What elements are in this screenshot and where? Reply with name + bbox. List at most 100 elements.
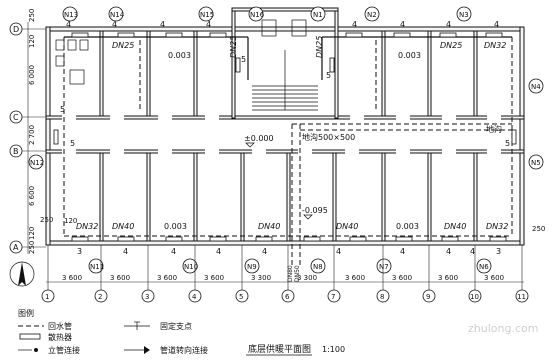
corridor-wall-bottom [45, 149, 525, 154]
slope: 0.003 [396, 222, 419, 231]
corridor-wall-top [45, 115, 525, 120]
rad-count: 4 [400, 247, 405, 256]
rad-count: 5 [60, 105, 65, 114]
col-label: 5 [239, 293, 243, 301]
rad-count: 5 [505, 139, 510, 148]
pipe-size: DN32 [76, 222, 98, 231]
riser-label: N12 [30, 159, 44, 167]
row-label: B [13, 147, 19, 156]
column-axis: 1 2 3 4 5 6 7 8 9 10 11 3 600 3 600 3 60… [41, 245, 529, 303]
rad-count: 5 [70, 139, 75, 148]
slope: 0.003 [398, 51, 421, 60]
radiator-symbol-icon [19, 333, 41, 340]
riser-label: N4 [531, 83, 541, 91]
col-label: 8 [380, 293, 384, 301]
col-label: 4 [192, 293, 197, 301]
riser-label: N6 [479, 263, 489, 271]
rad-count: 4 [336, 247, 341, 256]
riser-label: N5 [531, 159, 541, 167]
col-spacing: 3 600 [62, 274, 82, 282]
trench-labels: 地沟500×500 地沟 [302, 124, 502, 142]
level-marks: ±0.000 -0.095 [244, 134, 328, 220]
riser-label: N14 [110, 11, 125, 19]
row-dim: 120 [28, 35, 36, 48]
rad-count: 3 [496, 247, 501, 256]
building-walls [45, 7, 525, 246]
pipe-size: DN25 [440, 41, 462, 50]
riser-label: N2 [367, 11, 377, 19]
riser-label: N10 [184, 263, 198, 271]
legend-title: 图例 [18, 308, 34, 318]
row-dim: 2 700 [28, 125, 36, 145]
col-spacing: 3 300 [297, 274, 317, 282]
trench-short-label: 地沟 [486, 124, 502, 134]
rad-count: 4 [160, 20, 165, 29]
legend-item: 回水管 [48, 321, 72, 331]
pipe-size: DN40 [258, 222, 280, 231]
radiators [53, 32, 517, 242]
bottom-wall [45, 240, 525, 246]
rad-count: 4 [206, 20, 211, 29]
pipe-size: DN32 [486, 222, 508, 231]
radiator-counts-bottom: 3 4 4 4 4 4 4 4 4 3 [77, 247, 501, 256]
col-spacing: 3 600 [157, 274, 177, 282]
row-dim: 120 [28, 227, 36, 240]
rad-count: 4 [66, 20, 71, 29]
rad-count: 4 [262, 247, 267, 256]
rad-count: 4 [171, 247, 176, 256]
pipe-size: DN25 [112, 41, 134, 50]
misc-dims: 120 250 250 [40, 216, 545, 233]
rad-count: 3 [77, 247, 82, 256]
rad-count: 4 [216, 247, 221, 256]
col-label: 1 [45, 293, 49, 301]
col-label: 11 [517, 293, 526, 301]
door-openings [62, 115, 501, 154]
row-label: C [13, 113, 19, 122]
riser-label: N1 [313, 11, 323, 19]
pipe-size: DN80 [287, 265, 294, 282]
row-dim: 250 [28, 9, 36, 22]
heating-pipes [63, 36, 513, 268]
col-label: 6 [285, 293, 290, 301]
row-label: D [13, 25, 19, 34]
riser-bubbles-bottom: N11 N10 N9 N8 N7 N6 [88, 258, 492, 274]
riser-label: N15 [200, 11, 214, 19]
col-spacing: 3 600 [438, 274, 458, 282]
trench-label: 地沟500×500 [302, 132, 355, 142]
pipe-turn-icon [144, 346, 150, 354]
rad-count: 4 [446, 247, 451, 256]
riser-label: N7 [379, 263, 389, 271]
pipe-size: DN40 [112, 222, 134, 231]
col-spacing: 3 600 [345, 274, 365, 282]
radiator-counts-side: 5 5 5 5 [60, 71, 510, 148]
legend-item: 立管连接 [48, 345, 80, 355]
radiator-counts-top: 4 4 4 4 5 4 4 4 4 [66, 20, 499, 64]
pipe-size-labels: DN25 DN25 DN32 DN32 DN40 DN40 DN40 DN40 … [76, 41, 508, 231]
legend: 图例 回水管 散热器 立管连接 固定支点 管道转向连接 [18, 308, 208, 355]
legend-item: 散热器 [48, 332, 72, 342]
riser-bubbles-side: N12 N4 N5 [28, 78, 544, 170]
col-spacing: 3 600 [110, 274, 130, 282]
riser-label: N13 [64, 11, 78, 19]
slope-labels: 0.003 0.003 0.003 0.003 [164, 51, 421, 231]
riser-label: N3 [459, 11, 469, 19]
row-dim: 250 [28, 241, 36, 254]
pipe-size: DN40 [336, 222, 358, 231]
col-label: 3 [145, 293, 149, 301]
radiators-side [53, 57, 517, 145]
top-wall [45, 26, 525, 32]
row-dim: 6 600 [28, 186, 36, 206]
col-spacing: 3 600 [484, 274, 504, 282]
pipe-size: DN50 [294, 265, 301, 282]
rad-count: 4 [446, 20, 451, 29]
row-dim: 6 000 [28, 65, 36, 85]
col-spacing: 3 600 [392, 274, 412, 282]
row-axis: A B C D [9, 22, 46, 254]
riser-label: N8 [313, 263, 323, 271]
slope: 0.003 [164, 222, 187, 231]
rad-count: 4 [494, 20, 499, 29]
row-label: A [13, 243, 19, 252]
col-spacing: 3 600 [204, 274, 224, 282]
rad-count: 4 [352, 20, 357, 29]
